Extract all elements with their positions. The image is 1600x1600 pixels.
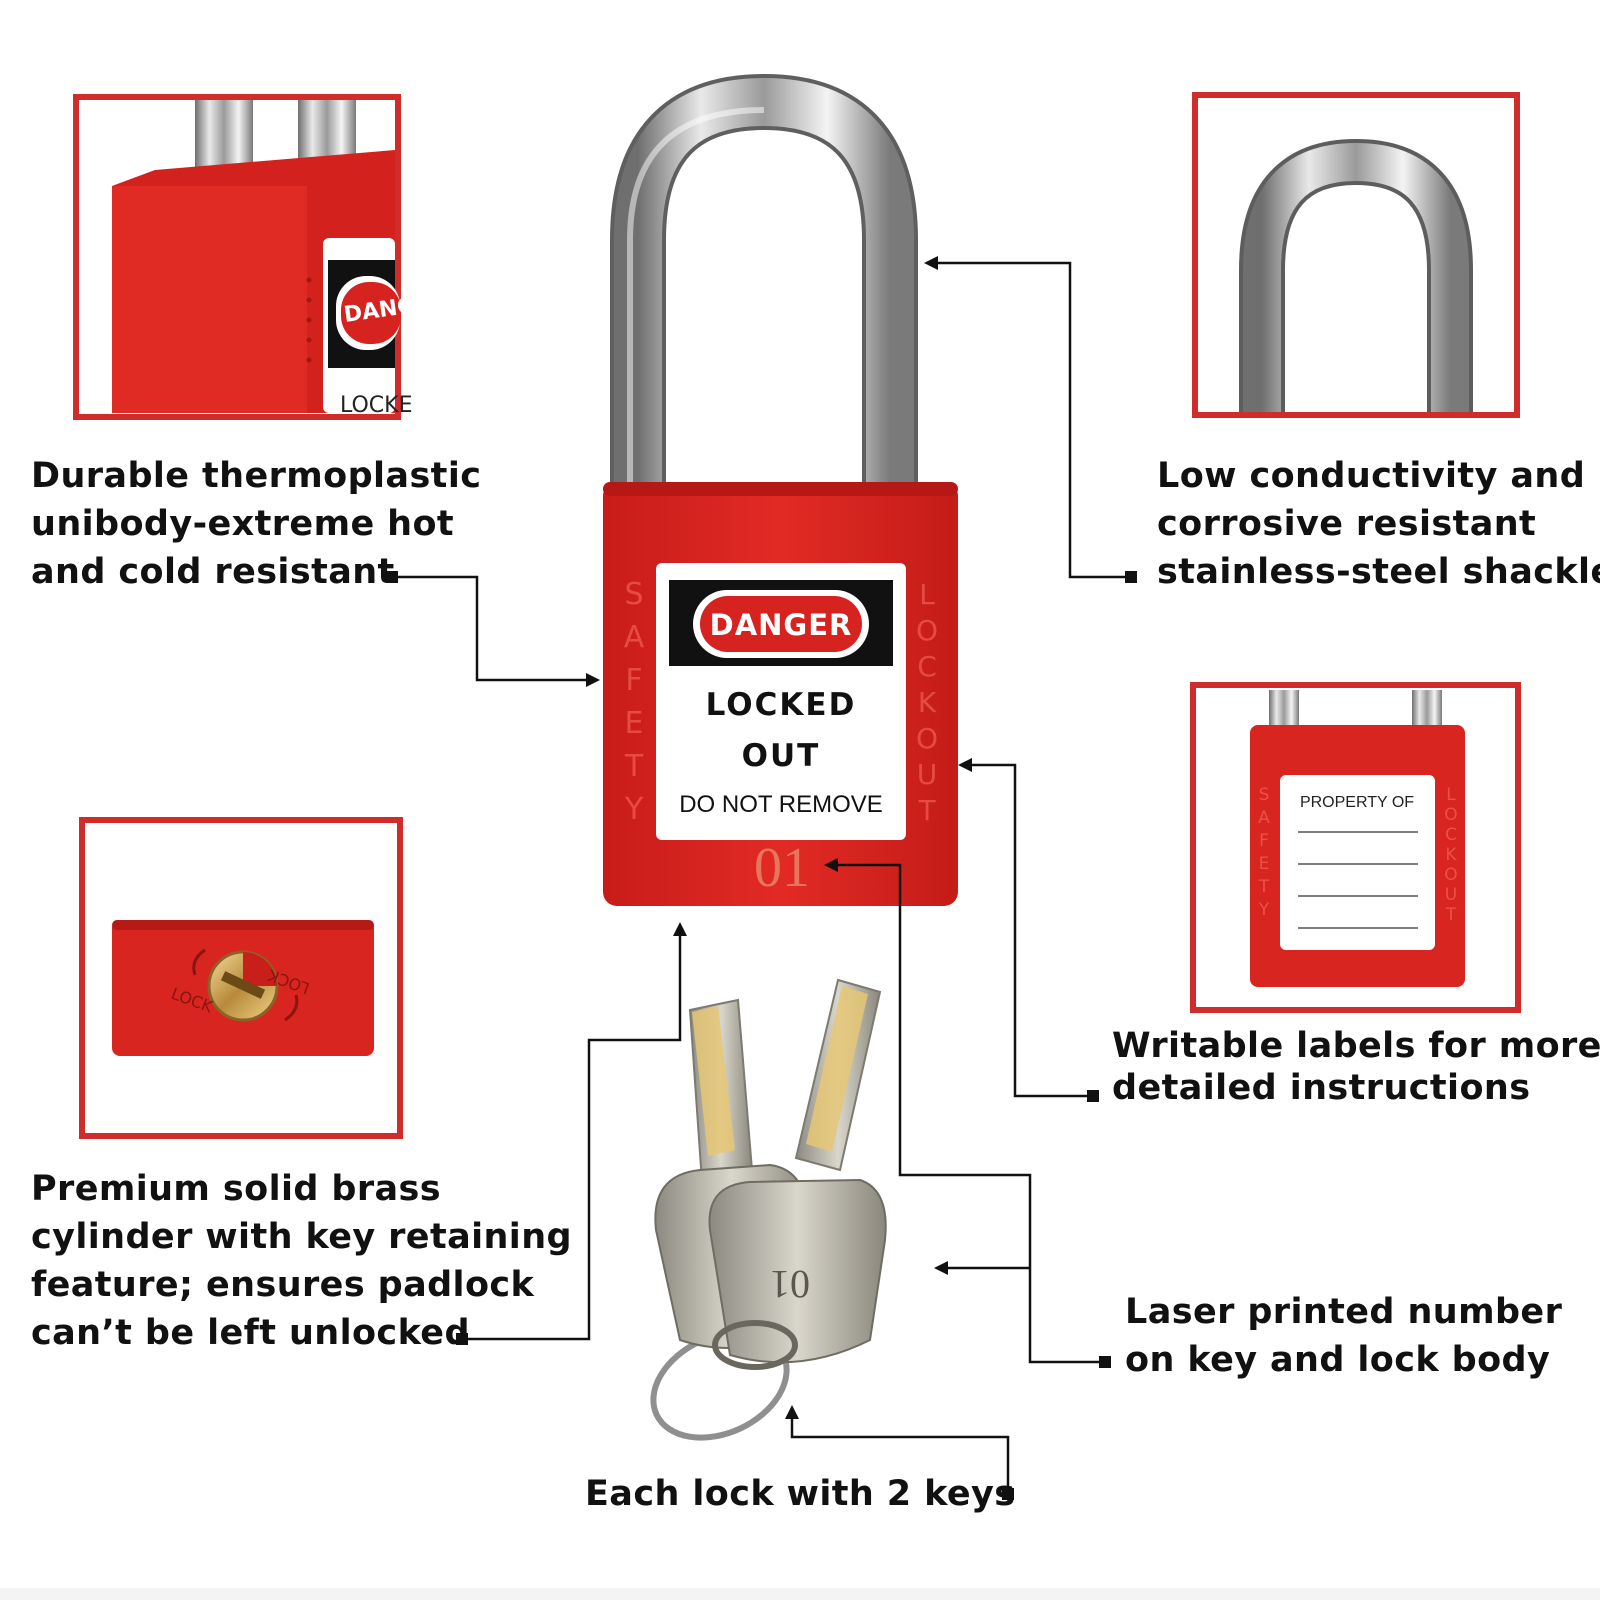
caption-laser: Laser printed number on key and lock bod… — [1125, 1288, 1562, 1384]
side-letter: A — [1258, 808, 1270, 828]
keys: 01 — [650, 978, 887, 1441]
side-letter: K — [1445, 845, 1457, 865]
side-letter: E — [625, 706, 644, 741]
inset-writable-label: PROPERTY OF S A F E T Y L O C K O U T — [1190, 682, 1521, 1013]
caption-thermoplastic: Durable thermoplastic unibody-extreme ho… — [31, 452, 481, 596]
connector-keys — [790, 1413, 1010, 1492]
side-letter: O — [1444, 805, 1457, 825]
closeup-locked-text: LOCKE — [340, 393, 412, 418]
side-letter: T — [1258, 877, 1270, 897]
side-letter: L — [919, 578, 935, 611]
caption-line: Laser printed number — [1125, 1292, 1563, 1332]
side-letter: U — [917, 758, 938, 791]
bottom-strip — [0, 1588, 1600, 1600]
side-letter: C — [917, 650, 937, 683]
side-letter: F — [625, 663, 642, 698]
main-padlock: S A F E T Y L O C K O U T DANGER LO — [603, 73, 958, 906]
connector-thermoplastic — [392, 575, 592, 682]
inset-shackle-closeup — [1192, 92, 1520, 418]
side-letter: K — [918, 686, 937, 719]
inset-cylinder: LOCK LOCK — [79, 817, 403, 1139]
connector-brass — [462, 930, 682, 1341]
connector-endpoints — [386, 256, 1137, 1500]
side-letter: Y — [624, 792, 644, 827]
caption-shackle: Low conductivity and corrosive resistant… — [1157, 452, 1600, 596]
side-text-right: L O C K O U T — [916, 578, 938, 827]
side-letter: C — [1445, 825, 1457, 845]
caption-line: unibody-extreme hot — [31, 504, 455, 544]
connector-writable — [966, 763, 1093, 1098]
caption-line: detailed instructions — [1112, 1068, 1531, 1108]
side-letter: A — [624, 620, 645, 655]
caption-line: Each lock with 2 keys — [585, 1474, 1016, 1514]
caption-line: can’t be left unlocked — [31, 1313, 470, 1353]
callout-connectors — [392, 261, 1131, 1492]
caption-line: corrosive resistant — [1157, 504, 1537, 544]
side-letter: F — [1259, 831, 1269, 851]
side-letter: T — [1445, 905, 1457, 925]
connector-laser — [832, 863, 1105, 1364]
side-letter: S — [1259, 785, 1270, 805]
side-letter: L — [1446, 785, 1456, 805]
caption-brass: Premium solid brass cylinder with key re… — [31, 1165, 572, 1357]
side-letter: S — [624, 577, 643, 612]
caption-line: on key and lock body — [1125, 1340, 1551, 1380]
side-letter: U — [1445, 885, 1457, 905]
danger-header: DANGER — [710, 608, 853, 642]
caption-line: feature; ensures padlock — [31, 1265, 535, 1305]
caption-line: and cold resistant — [31, 552, 395, 592]
tag-out: OUT — [742, 738, 821, 774]
side-letter: O — [916, 722, 938, 755]
caption-line: stainless-steel shackle — [1157, 552, 1600, 592]
caption-line: Durable thermoplastic — [31, 456, 482, 496]
engraved-number: 01 — [754, 837, 810, 899]
caption-line: cylinder with key retaining — [31, 1217, 572, 1257]
tag-do-not-remove: DO NOT REMOVE — [679, 791, 883, 818]
caption-line: Writable labels for more — [1112, 1026, 1600, 1066]
key-right: 01 — [708, 978, 887, 1370]
side-letter: O — [1444, 865, 1457, 885]
caption-line: Premium solid brass — [31, 1169, 441, 1209]
side-text-left: S A F E T Y — [624, 577, 645, 827]
inset-body-closeup: DANGE LOCKE — [73, 94, 432, 420]
side-letter: E — [1259, 854, 1270, 874]
tag-locked: LOCKED — [706, 687, 857, 723]
caption-line: Low conductivity and — [1157, 456, 1586, 496]
side-letter: T — [624, 749, 644, 784]
key-engraved-number: 01 — [770, 1262, 810, 1307]
side-letter: O — [916, 614, 938, 647]
side-letter: T — [917, 794, 936, 827]
connector-shackle — [932, 261, 1131, 579]
caption-keys: Each lock with 2 keys — [585, 1470, 1015, 1518]
side-letter: Y — [1258, 900, 1270, 920]
property-of-label: PROPERTY OF — [1300, 794, 1414, 811]
caption-writable: Writable labels for more detailed instru… — [1112, 1025, 1600, 1109]
